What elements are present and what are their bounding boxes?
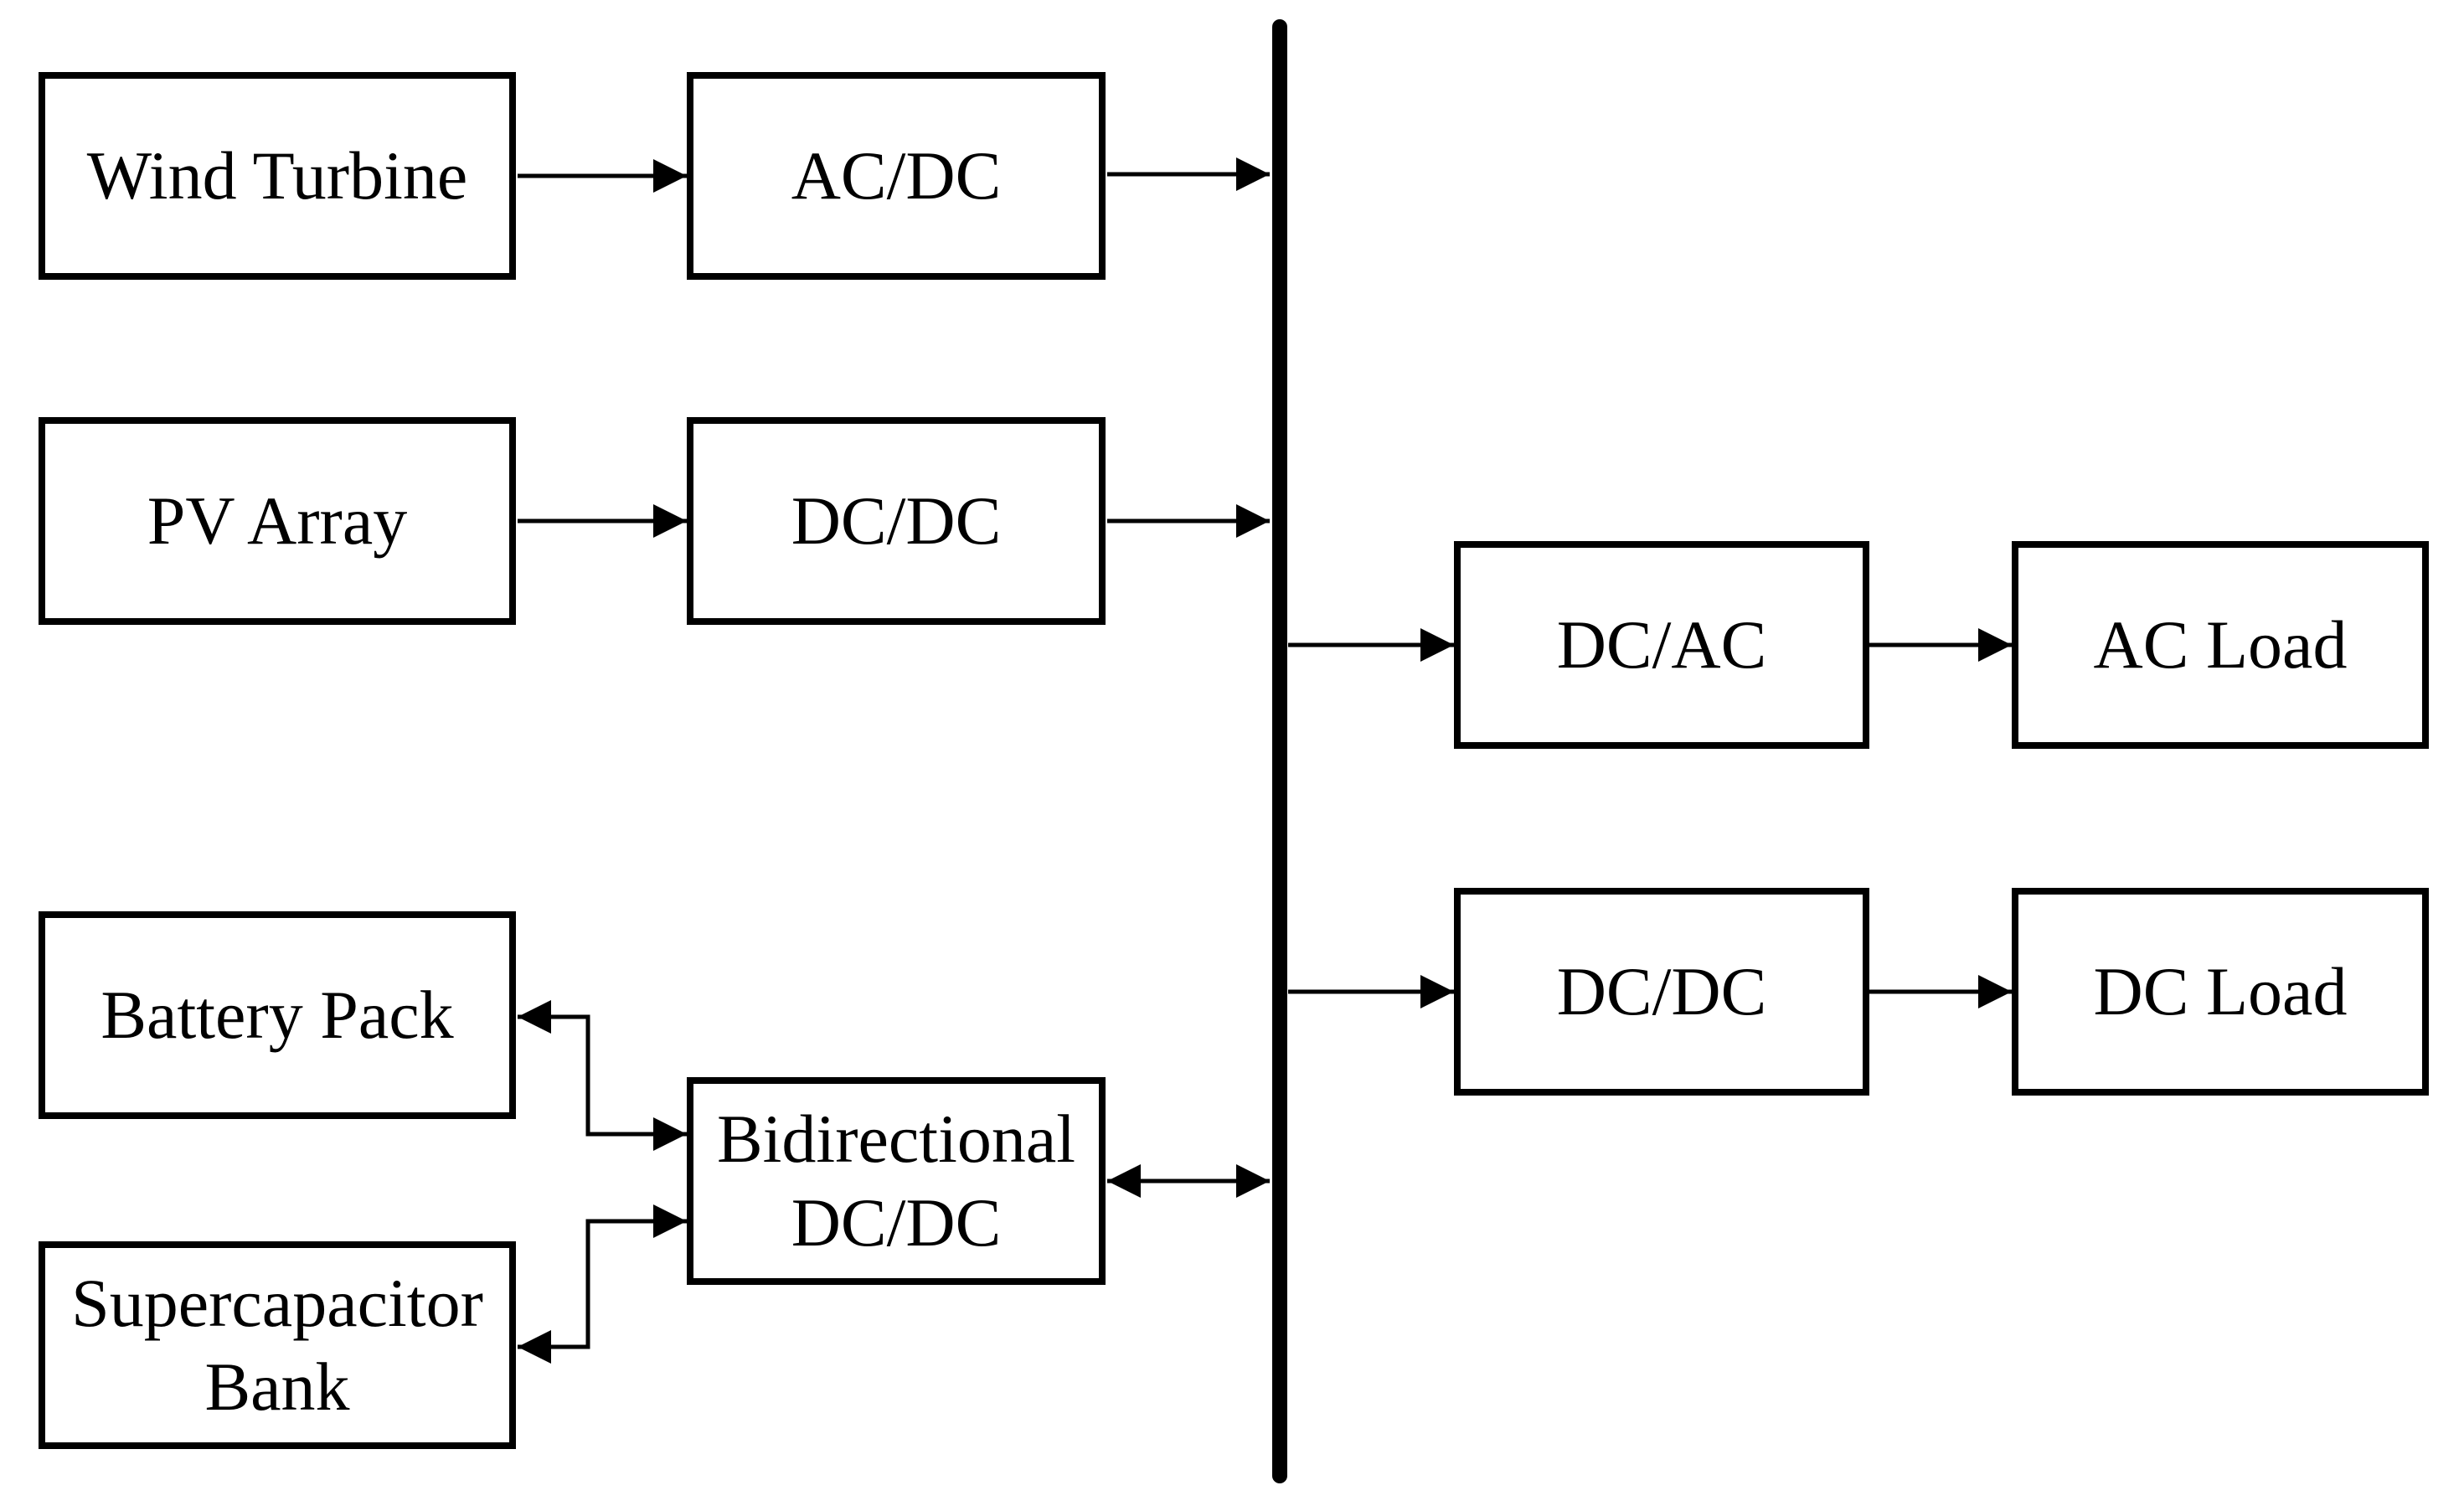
dc-load-label: DC Load — [2093, 952, 2348, 1029]
pv-array-label: PV Array — [147, 482, 408, 559]
acdc-converter-label: AC/DC — [791, 137, 1002, 214]
battery-pack-label: Battery Pack — [101, 976, 454, 1053]
dc-load-block: DC Load — [2012, 888, 2429, 1096]
load-dcdc-converter-label: DC/DC — [1556, 952, 1767, 1029]
dcac-converter-label: DC/AC — [1556, 606, 1767, 683]
pv-dcdc-converter-block: DC/DC — [687, 417, 1106, 625]
supercapacitor-bank-block: Supercapacitor Bank — [39, 1241, 516, 1449]
bidirectional-label-line2: DC/DC — [791, 1184, 1002, 1261]
acdc-converter-block: AC/DC — [687, 72, 1106, 280]
bidirectional-dcdc-block: Bidirectional DC/DC — [687, 1077, 1106, 1285]
load-dcdc-converter-block: DC/DC — [1454, 888, 1869, 1096]
ac-load-label: AC Load — [2093, 606, 2348, 683]
wind-turbine-label: Wind Turbine — [86, 137, 468, 214]
dcac-converter-block: DC/AC — [1454, 541, 1869, 749]
supercapacitor-label-line2: Bank — [204, 1349, 350, 1425]
pv-dcdc-converter-label: DC/DC — [791, 482, 1002, 559]
ac-load-block: AC Load — [2012, 541, 2429, 749]
wind-turbine-block: Wind Turbine — [39, 72, 516, 280]
bidirectional-label-line1: Bidirectional — [716, 1100, 1076, 1177]
supercapacitor-label-line1: Supercapacitor — [71, 1264, 483, 1341]
pv-array-block: PV Array — [39, 417, 516, 625]
arrow-battery-bidirectional — [518, 1000, 687, 1151]
battery-pack-block: Battery Pack — [39, 911, 516, 1119]
arrow-supercap-bidirectional — [518, 1204, 687, 1364]
